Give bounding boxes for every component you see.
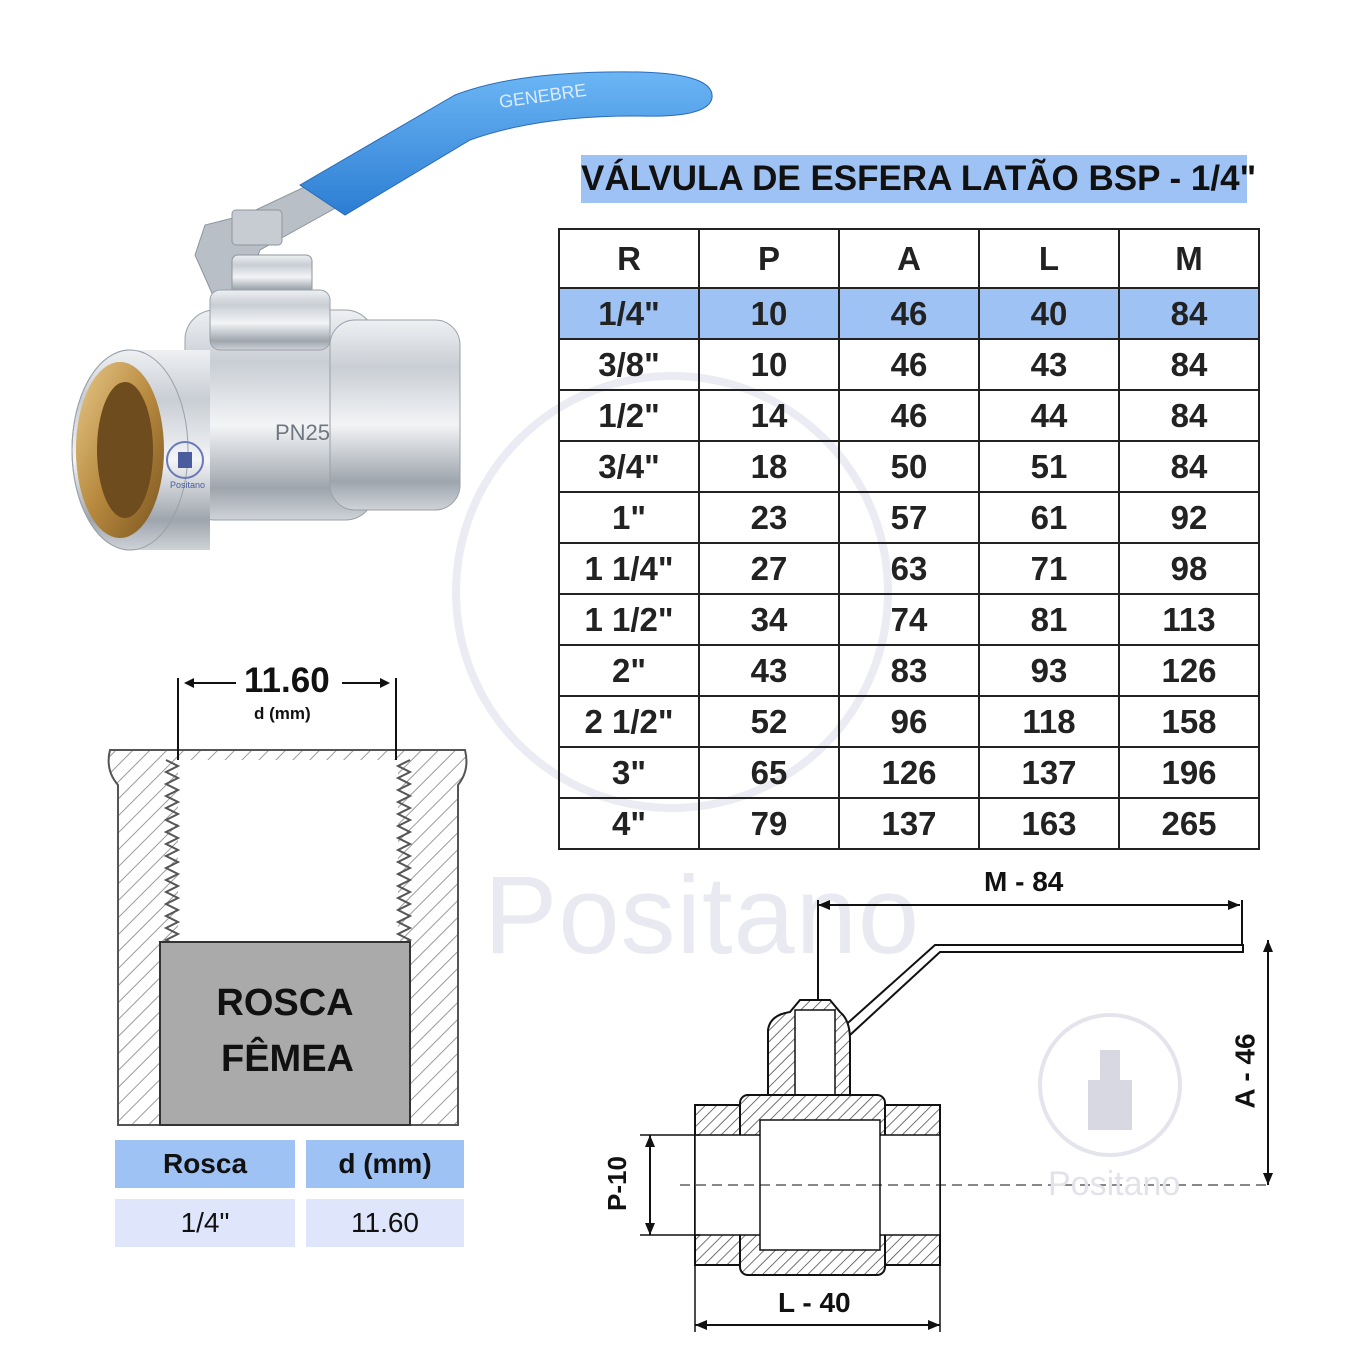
- dimension-l: L - 40: [778, 1287, 851, 1318]
- photo-logo-text: Positano: [170, 480, 205, 490]
- spec-cell-p: 79: [698, 797, 840, 850]
- spec-cell-m: 158: [1118, 695, 1260, 748]
- valve-photo: GENEBRE PN25 Positano: [71, 71, 713, 551]
- drawing-logo-text: Positano: [1048, 1165, 1181, 1203]
- spec-cell-m: 84: [1118, 440, 1260, 493]
- dimension-m: M - 84: [984, 866, 1064, 897]
- spec-cell-r: 1/2": [558, 389, 700, 442]
- thread-label-line2: FÊMEA: [221, 1038, 354, 1080]
- thread-dimension-value: 11.60: [244, 661, 330, 700]
- spec-cell-p: 65: [698, 746, 840, 799]
- spec-cell-r: 3": [558, 746, 700, 799]
- spec-cell-a: 46: [838, 338, 980, 391]
- spec-cell-p: 14: [698, 389, 840, 442]
- spec-cell-a: 46: [838, 389, 980, 442]
- spec-cell-p: 43: [698, 644, 840, 697]
- page-title: VÁLVULA DE ESFERA LATÃO BSP - 1/4": [581, 155, 1256, 203]
- thread-label-line1: ROSCA: [216, 982, 354, 1024]
- spec-cell-l: 61: [978, 491, 1120, 544]
- spec-cell-l: 163: [978, 797, 1120, 850]
- spec-cell-a: 83: [838, 644, 980, 697]
- spec-cell-l: 40: [978, 287, 1120, 340]
- body-pressure-text: PN25: [275, 420, 330, 445]
- spec-cell-p: 23: [698, 491, 840, 544]
- spec-cell-p: 10: [698, 338, 840, 391]
- thread-table-header-thread: Rosca: [115, 1140, 295, 1188]
- spec-cell-r: 2": [558, 644, 700, 697]
- dimension-a: A - 46: [1229, 1033, 1261, 1109]
- spec-cell-l: 118: [978, 695, 1120, 748]
- thread-dimension-unit: d (mm): [254, 704, 311, 723]
- spec-cell-m: 92: [1118, 491, 1260, 544]
- spec-cell-m: 113: [1118, 593, 1260, 646]
- spec-cell-m: 84: [1118, 389, 1260, 442]
- spec-cell-p: 27: [698, 542, 840, 595]
- spec-cell-r: 1 1/2": [558, 593, 700, 646]
- spec-cell-m: 84: [1118, 287, 1260, 340]
- spec-cell-p: 52: [698, 695, 840, 748]
- spec-cell-a: 137: [838, 797, 980, 850]
- spec-cell-r: 2 1/2": [558, 695, 700, 748]
- spec-cell-r: 1": [558, 491, 700, 544]
- spec-cell-m: 84: [1118, 338, 1260, 391]
- spec-cell-a: 63: [838, 542, 980, 595]
- dimension-p: P-10: [601, 1156, 632, 1211]
- spec-cell-m: 265: [1118, 797, 1260, 850]
- spec-cell-p: 34: [698, 593, 840, 646]
- spec-cell-m: 98: [1118, 542, 1260, 595]
- spec-cell-r: 3/4": [558, 440, 700, 493]
- spec-cell-a: 74: [838, 593, 980, 646]
- watermark-brand: Positano: [484, 854, 921, 977]
- spec-cell-a: 46: [838, 287, 980, 340]
- thread-diagram: [107, 678, 468, 1126]
- spec-cell-l: 93: [978, 644, 1120, 697]
- spec-cell-l: 71: [978, 542, 1120, 595]
- spec-cell-r: 4": [558, 797, 700, 850]
- spec-cell-l: 51: [978, 440, 1120, 493]
- spec-cell-l: 137: [978, 746, 1120, 799]
- spec-cell-p: 18: [698, 440, 840, 493]
- spec-cell-p: 10: [698, 287, 840, 340]
- spec-cell-l: 44: [978, 389, 1120, 442]
- spec-cell-a: 96: [838, 695, 980, 748]
- spec-cell-m: 196: [1118, 746, 1260, 799]
- spec-header-row: R P A L M: [558, 228, 1260, 289]
- header-a: A: [838, 228, 980, 289]
- technical-drawing: [640, 900, 1273, 1332]
- spec-cell-r: 1 1/4": [558, 542, 700, 595]
- thread-table-header-d: d (mm): [306, 1140, 464, 1188]
- thread-table-value-d: 11.60: [306, 1199, 464, 1247]
- thread-table-value-thread: 1/4": [115, 1199, 295, 1247]
- spec-cell-m: 126: [1118, 644, 1260, 697]
- spec-cell-r: 3/8": [558, 338, 700, 391]
- header-m: M: [1118, 228, 1260, 289]
- spec-cell-a: 126: [838, 746, 980, 799]
- spec-cell-l: 43: [978, 338, 1120, 391]
- header-l: L: [978, 228, 1120, 289]
- spec-cell-r: 1/4": [558, 287, 700, 340]
- spec-cell-a: 50: [838, 440, 980, 493]
- spec-cell-a: 57: [838, 491, 980, 544]
- header-p: P: [698, 228, 840, 289]
- header-r: R: [558, 228, 700, 289]
- spec-cell-l: 81: [978, 593, 1120, 646]
